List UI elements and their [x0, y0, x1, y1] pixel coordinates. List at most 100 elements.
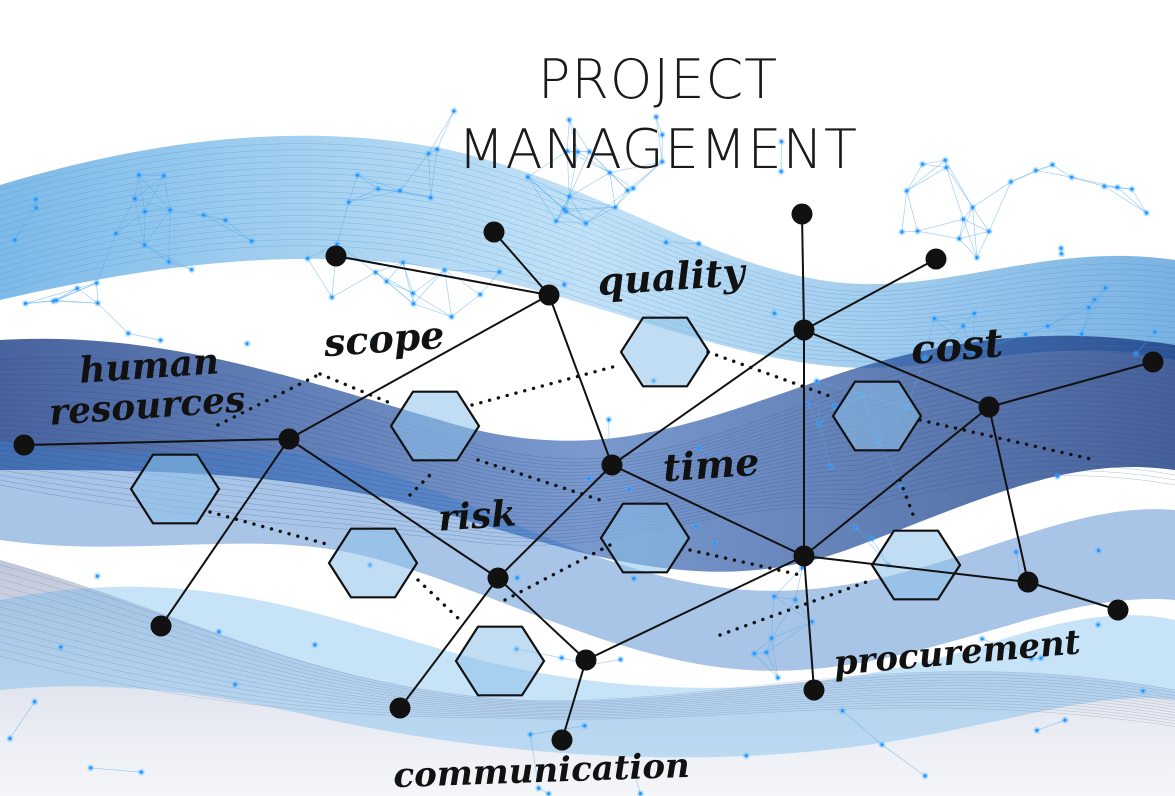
mesh-dot	[744, 754, 748, 758]
mesh-link	[128, 333, 161, 341]
mesh-dot	[1035, 728, 1039, 732]
mesh-dot	[233, 683, 237, 686]
mesh-dot	[987, 230, 991, 233]
mesh-dot	[143, 210, 147, 214]
mesh-link	[134, 198, 171, 211]
mesh-link	[655, 116, 663, 162]
mesh-link	[988, 181, 1012, 232]
mesh-link	[982, 638, 1032, 659]
mesh-link	[1081, 307, 1089, 335]
mesh-dot	[583, 724, 587, 728]
mesh-dot	[356, 173, 359, 177]
mesh-dot	[1145, 211, 1148, 215]
mesh-dot	[779, 170, 783, 173]
mesh-link	[527, 176, 557, 222]
mesh-link	[766, 652, 779, 678]
mesh-link	[906, 159, 946, 192]
mesh-link	[90, 767, 142, 773]
mesh-link	[906, 167, 947, 192]
mesh-link	[771, 621, 813, 639]
wave-mesh-line	[0, 239, 1175, 358]
mesh-dot	[776, 676, 780, 680]
network-edge	[611, 329, 805, 466]
mesh-dot	[190, 268, 194, 272]
mesh-dot	[330, 296, 334, 299]
mesh-link	[881, 744, 926, 777]
mesh-dot	[554, 219, 558, 223]
mesh-dot	[1097, 549, 1100, 552]
mesh-dot	[95, 281, 98, 285]
mesh-dot	[1130, 187, 1134, 191]
mesh-dot	[1060, 252, 1063, 256]
mesh-dot	[975, 256, 979, 260]
wave-mesh-line	[0, 355, 1175, 463]
mesh-dot	[567, 195, 571, 199]
mesh-dot	[34, 206, 38, 210]
mesh-dot	[631, 186, 635, 190]
mesh-dot	[619, 658, 622, 661]
network-node	[793, 545, 815, 567]
mesh-dot	[562, 207, 566, 211]
mesh-dot	[202, 213, 206, 217]
mesh-dot	[713, 542, 717, 546]
mesh-dot	[96, 301, 100, 305]
mesh-link	[922, 163, 947, 168]
mesh-dot	[217, 630, 221, 634]
mesh-dot	[923, 356, 926, 360]
network-node	[1017, 571, 1039, 593]
mesh-dot	[1096, 623, 1100, 627]
mesh-link	[115, 233, 145, 246]
mesh-link	[806, 380, 818, 405]
mesh-link	[348, 188, 379, 203]
mesh-link	[972, 181, 1012, 208]
mesh-link	[428, 153, 432, 198]
mesh-dot	[632, 772, 636, 776]
network-edge	[288, 294, 550, 440]
mesh-dot	[395, 778, 399, 781]
mesh-link	[307, 258, 333, 298]
dotted-connector	[208, 510, 332, 547]
wave-mesh-line	[0, 592, 1175, 707]
mesh-link	[698, 447, 748, 475]
mesh-dot	[306, 257, 310, 260]
label-human: human	[78, 340, 221, 392]
mesh-link	[115, 211, 146, 234]
mesh-dot	[478, 293, 482, 296]
mesh-dot	[427, 152, 430, 156]
network-edge	[497, 464, 613, 579]
mesh-dot	[95, 574, 99, 578]
mesh-link	[1104, 186, 1147, 214]
mesh-link	[430, 149, 438, 198]
hexagon	[454, 625, 546, 697]
mesh-link	[568, 151, 579, 197]
mesh-dot	[654, 115, 658, 119]
mesh-link	[589, 151, 611, 173]
mesh-dot	[770, 636, 773, 640]
mesh-dot	[1070, 175, 1074, 179]
mesh-link	[972, 313, 975, 352]
mesh-link	[1117, 187, 1147, 214]
mesh-link	[566, 206, 616, 212]
mesh-dot	[1080, 332, 1083, 336]
mesh-link	[134, 198, 145, 246]
mesh-link	[962, 325, 974, 352]
mesh-dot	[694, 524, 698, 528]
mesh-dot	[529, 732, 532, 736]
label-quality: quality	[596, 249, 749, 304]
mesh-dot	[1087, 306, 1091, 309]
wave-mesh-line	[0, 245, 1175, 362]
network-edge	[803, 406, 990, 557]
mesh-link	[959, 231, 990, 240]
mesh-link	[906, 190, 918, 232]
mesh-dot	[143, 243, 146, 247]
mesh-link	[77, 288, 98, 304]
mesh-dot	[137, 173, 141, 177]
mesh-link	[203, 214, 252, 242]
mesh-link	[96, 233, 117, 284]
dotted-connector	[216, 372, 322, 427]
mesh-link	[976, 231, 990, 258]
network-node	[978, 396, 1000, 418]
wave-mesh-line	[0, 415, 1175, 504]
wave-mesh-line	[0, 620, 1175, 713]
mesh-dot	[335, 242, 339, 246]
